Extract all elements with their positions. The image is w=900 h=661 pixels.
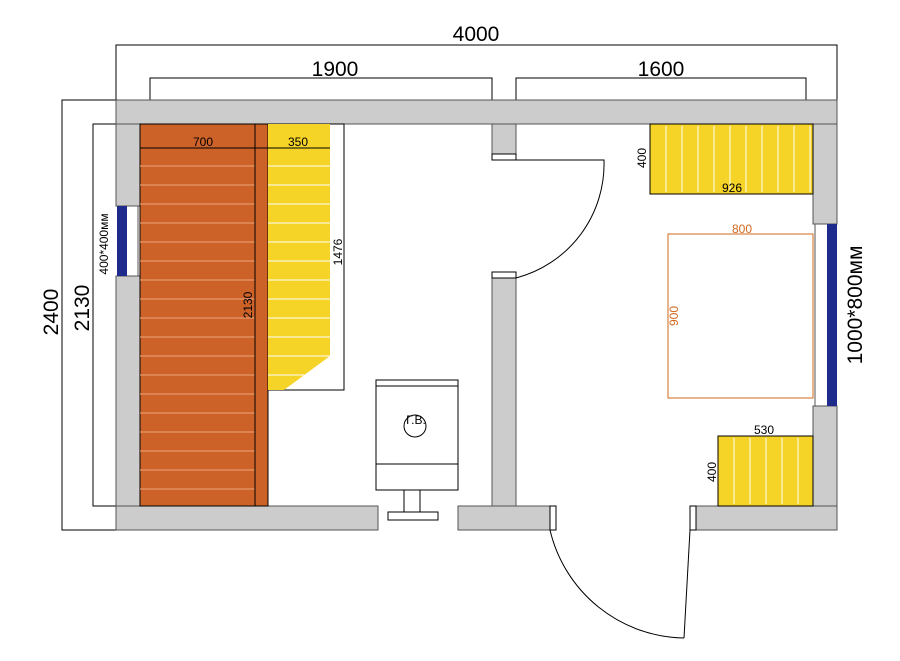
top-shelf-length-label: 926 <box>722 181 742 195</box>
upper-bench-width-label: 350 <box>288 135 308 149</box>
left-window <box>117 206 127 276</box>
bottom-shelf <box>717 435 814 507</box>
table-width-label: 800 <box>732 222 752 236</box>
top-shelf-depth-label: 400 <box>635 148 649 168</box>
walls <box>115 99 838 531</box>
inner-height-label: 2130 <box>71 285 94 332</box>
right-window-label: 1000*800мм <box>844 246 867 365</box>
left-window-label: 400*400мм <box>97 213 111 274</box>
upper-bench-length-label: 1476 <box>331 238 345 265</box>
right-room-width-label: 1600 <box>638 58 685 81</box>
table-depth-label: 900 <box>667 306 681 326</box>
dimension-lines <box>61 44 838 531</box>
total-width-label: 4000 <box>453 23 500 46</box>
bottom-shelf-length-label: 530 <box>754 423 774 437</box>
lower-bench <box>139 123 269 507</box>
lower-bench-length-label: 2130 <box>241 291 255 318</box>
top-shelf <box>649 123 814 195</box>
interior-door <box>491 153 605 279</box>
left-room-width-label: 1900 <box>312 58 359 81</box>
table <box>667 233 814 399</box>
stove-label: Г.В. <box>406 413 426 427</box>
exterior-door <box>549 505 697 639</box>
stove <box>375 379 459 521</box>
right-window <box>827 224 837 406</box>
total-height-label: 2400 <box>40 289 63 336</box>
bottom-shelf-depth-label: 400 <box>705 462 719 482</box>
upper-bench <box>268 124 330 390</box>
lower-bench-width-label: 700 <box>193 135 213 149</box>
